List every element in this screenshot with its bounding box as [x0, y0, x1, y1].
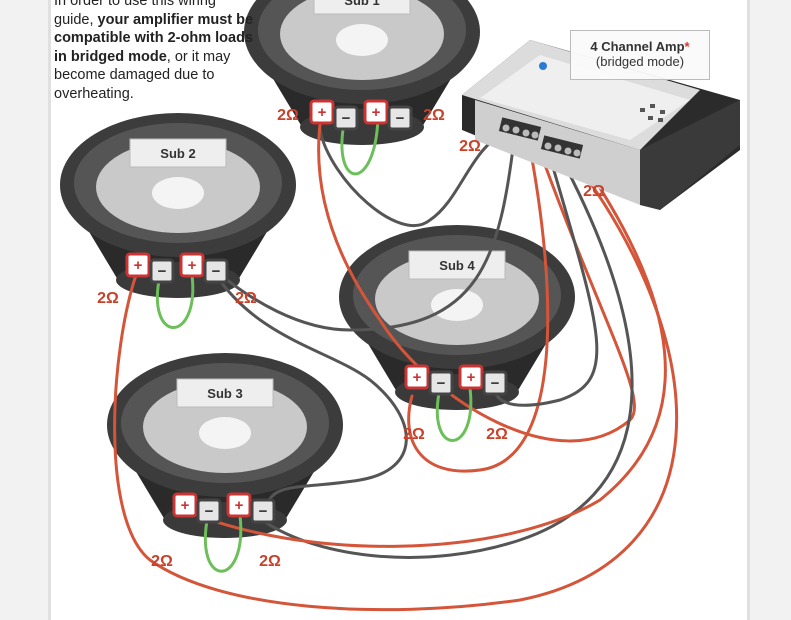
- amp-label: 4 Channel Amp* (bridged mode): [570, 30, 710, 80]
- jumper-wire: [203, 513, 243, 573]
- positive-symbol: +: [372, 104, 381, 121]
- sub-label: Sub 4: [439, 258, 475, 273]
- impedance-label: 2Ω: [459, 138, 481, 155]
- warning-note: In order to use this wiring guide, your …: [54, 0, 254, 103]
- negative-symbol: −: [212, 263, 221, 280]
- positive-symbol: +: [413, 369, 422, 386]
- negative-terminal: [333, 105, 359, 131]
- impedance-label: 2Ω: [151, 553, 173, 570]
- negative-terminal: [203, 258, 229, 284]
- wire-positive: [407, 130, 550, 473]
- negative-terminal: [428, 370, 454, 396]
- sub-label-box: [129, 138, 227, 168]
- negative-symbol: −: [396, 110, 405, 127]
- negative-symbol: −: [342, 110, 351, 127]
- positive-terminal: [172, 492, 198, 518]
- negative-terminal: [196, 498, 222, 524]
- negative-symbol: −: [158, 263, 167, 280]
- impedance-label: 2Ω: [259, 553, 281, 570]
- negative-symbol: −: [491, 375, 500, 392]
- dust-cap: [199, 417, 251, 449]
- wire-negative: [214, 273, 408, 514]
- dust-cap: [152, 177, 204, 209]
- positive-terminal: [226, 492, 252, 518]
- amp-asterisk: *: [684, 39, 690, 54]
- jumper-wire: [340, 116, 380, 176]
- impedance-label: 2Ω: [277, 107, 299, 124]
- wire-negative: [260, 150, 634, 559]
- sub-label-box: [176, 378, 274, 408]
- positive-symbol: +: [235, 497, 244, 514]
- wire-negative: [213, 130, 517, 332]
- positive-symbol: +: [181, 497, 190, 514]
- negative-symbol: −: [205, 503, 214, 520]
- negative-terminal: [387, 105, 413, 131]
- amp-terminal-block: [540, 135, 584, 159]
- sub-label: Sub 3: [207, 386, 242, 401]
- wire-negative: [318, 128, 507, 228]
- negative-terminal: [482, 370, 508, 396]
- subwoofer: Sub 2: [60, 113, 296, 298]
- negative-terminal: [149, 258, 175, 284]
- positive-terminal: [179, 252, 205, 278]
- negative-terminal: [250, 498, 276, 524]
- impedance-label: 2Ω: [97, 290, 119, 307]
- positive-symbol: +: [188, 257, 197, 274]
- positive-terminal: [309, 99, 335, 125]
- wire-positive: [317, 108, 636, 443]
- dust-cap: [431, 289, 483, 321]
- power-led: [539, 62, 547, 70]
- impedance-label: 2Ω: [583, 183, 605, 200]
- positive-terminal: [458, 364, 484, 390]
- impedance-label: 2Ω: [486, 426, 508, 443]
- dust-cap: [336, 24, 388, 56]
- positive-symbol: +: [467, 369, 476, 386]
- amp-title: 4 Channel Amp: [590, 39, 685, 54]
- note-emphasis: your amplifier must be compatible with 2…: [54, 11, 254, 65]
- sub-label: Sub 1: [344, 0, 379, 8]
- positive-symbol: +: [318, 104, 327, 121]
- negative-symbol: −: [259, 503, 268, 520]
- impedance-label: 2Ω: [235, 290, 257, 307]
- amp-mode: (bridged mode): [595, 54, 685, 69]
- subwoofer: Sub 1: [244, 0, 480, 145]
- note-text: , or it may become damaged due to overhe…: [54, 48, 231, 102]
- amplifier: [462, 40, 740, 210]
- subwoofer: Sub 3: [107, 353, 343, 538]
- positive-terminal: [363, 99, 389, 125]
- impedance-label: 2Ω: [423, 107, 445, 124]
- jumper-wire: [435, 386, 473, 442]
- sub-label-box: [313, 0, 411, 15]
- wire-positive: [113, 150, 679, 612]
- positive-terminal: [125, 252, 151, 278]
- note-text: In order to use this wiring guide,: [54, 0, 216, 28]
- negative-symbol: −: [437, 375, 446, 392]
- wire-negative: [493, 148, 599, 407]
- positive-terminal: [404, 364, 430, 390]
- amp-terminal-block: [498, 117, 542, 141]
- jumper-wire: [155, 273, 195, 329]
- sub-label: Sub 2: [160, 146, 195, 161]
- positive-symbol: +: [134, 257, 143, 274]
- wire-positive: [183, 150, 667, 548]
- impedance-label: 2Ω: [403, 426, 425, 443]
